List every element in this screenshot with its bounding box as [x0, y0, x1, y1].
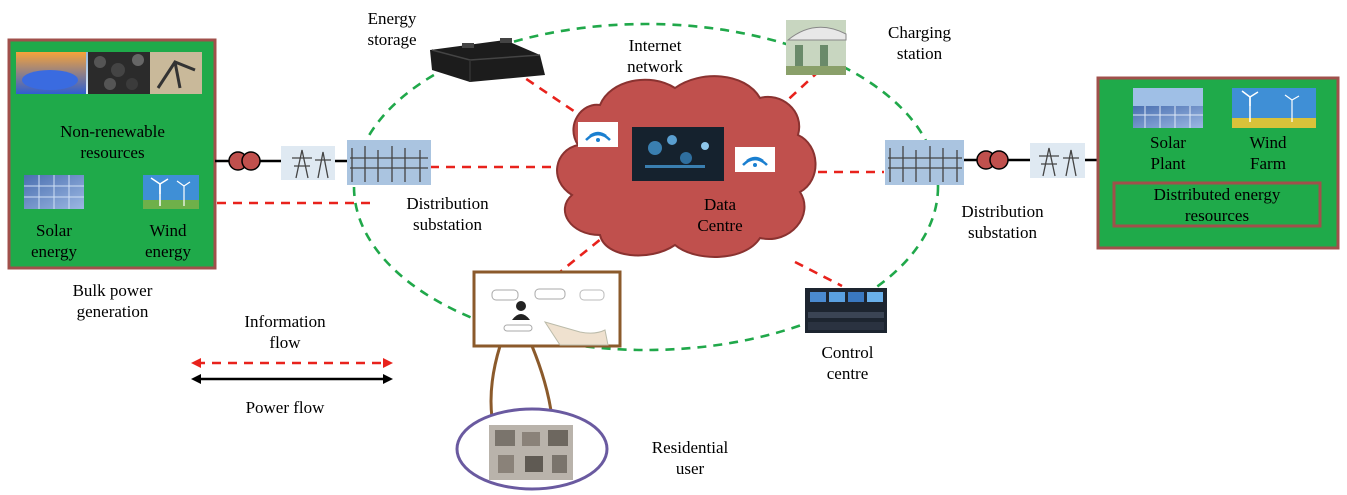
substation-photo-icon [885, 140, 964, 185]
dist-sub-right-line1: Distribution [961, 202, 1044, 221]
non-renewable-line2: resources [80, 143, 145, 162]
non-renewable-line1: Non-renewable [60, 122, 165, 141]
der-label: Distributed energy resources [1116, 184, 1318, 226]
charging-station-label: Charging station [872, 22, 967, 64]
solar-plant-line2: Plant [1150, 154, 1186, 173]
charging-station-icon [786, 20, 847, 75]
wind-energy-line2: energy [145, 242, 191, 261]
wind-farm-line2: Farm [1250, 154, 1286, 173]
charging-station-line1: Charging [888, 23, 951, 42]
residential-user-line1: Residential [651, 438, 729, 457]
wind-farm-label: Wind Farm [1228, 132, 1308, 174]
wind-turbine-icon [1232, 88, 1316, 128]
distribution-substation-left-label: Distribution substation [380, 193, 515, 235]
data-centre-line2: Centre [697, 216, 743, 235]
control-centre-line1: Control [821, 343, 874, 362]
substation-photo-icon [347, 140, 431, 185]
dist-sub-left-line2: substation [413, 215, 482, 234]
der-line1: Distributed energy [1153, 185, 1281, 204]
wifi-icon [735, 147, 775, 172]
information-flow-line1: Information [244, 312, 326, 331]
residential-connector [489, 345, 554, 419]
non-renewable-label: Non-renewable resources [20, 121, 205, 163]
solar-plant-label: Solar Plant [1128, 132, 1208, 174]
solar-energy-line2: energy [31, 242, 77, 261]
data-centre-line1: Data [703, 195, 737, 214]
transmission-tower-icon [281, 146, 335, 180]
wind-farm-line1: Wind [1249, 133, 1287, 152]
energy-storage-line2: storage [367, 30, 417, 49]
control-room-icon [805, 288, 887, 333]
energy-storage-label: Energy storage [347, 8, 437, 50]
dist-sub-right-line2: substation [968, 223, 1037, 242]
battery-icon [430, 38, 545, 82]
data-centre-label: Data Centre [670, 194, 770, 236]
bulk-power-line2: generation [76, 302, 149, 321]
solar-panel-icon [24, 175, 84, 209]
control-centre-label: Control centre [800, 342, 895, 384]
power-flow-label: Power flow [245, 398, 325, 417]
control-centre-line2: centre [826, 364, 869, 383]
internet-network-ring [352, 22, 940, 352]
transmission-tower-icon [1030, 143, 1085, 178]
wind-turbine-icon [143, 175, 199, 209]
dist-sub-left-line1: Distribution [406, 194, 489, 213]
residential-user-line2: user [675, 459, 705, 478]
data-centre-screen-icon [632, 127, 724, 181]
information-flow-label: Information flow [230, 311, 340, 353]
information-flow-line2: flow [269, 333, 301, 352]
transformer-icon [976, 150, 1009, 170]
wind-energy-line1: Wind [149, 221, 187, 240]
internet-network-line1: Internet [628, 36, 682, 55]
internet-network-line2: network [627, 57, 683, 76]
fossil-fuel-photo-icon [16, 52, 202, 94]
der-inner-box [1112, 181, 1322, 228]
information-links [217, 68, 884, 288]
internet-network-label: Internet network [610, 35, 700, 77]
solar-energy-line1: Solar [36, 221, 72, 240]
residential-user-label: Residential user [625, 437, 755, 479]
energy-storage-line1: Energy [367, 9, 417, 28]
distribution-substation-right-label: Distribution substation [935, 201, 1070, 243]
wind-energy-label: Wind energy [128, 220, 208, 262]
wifi-icon [578, 122, 618, 147]
solar-plant-line1: Solar [1150, 133, 1186, 152]
solar-energy-label: Solar energy [14, 220, 94, 262]
transformer-icon [228, 151, 261, 171]
user-touchscreen-icon [491, 288, 609, 346]
solar-panel-icon [1133, 88, 1203, 128]
der-line2: resources [1184, 206, 1250, 225]
charging-station-line2: station [896, 44, 943, 63]
bulk-power-line1: Bulk power [72, 281, 153, 300]
houses-icon [489, 425, 573, 480]
bulk-power-label: Bulk power generation [55, 280, 170, 322]
